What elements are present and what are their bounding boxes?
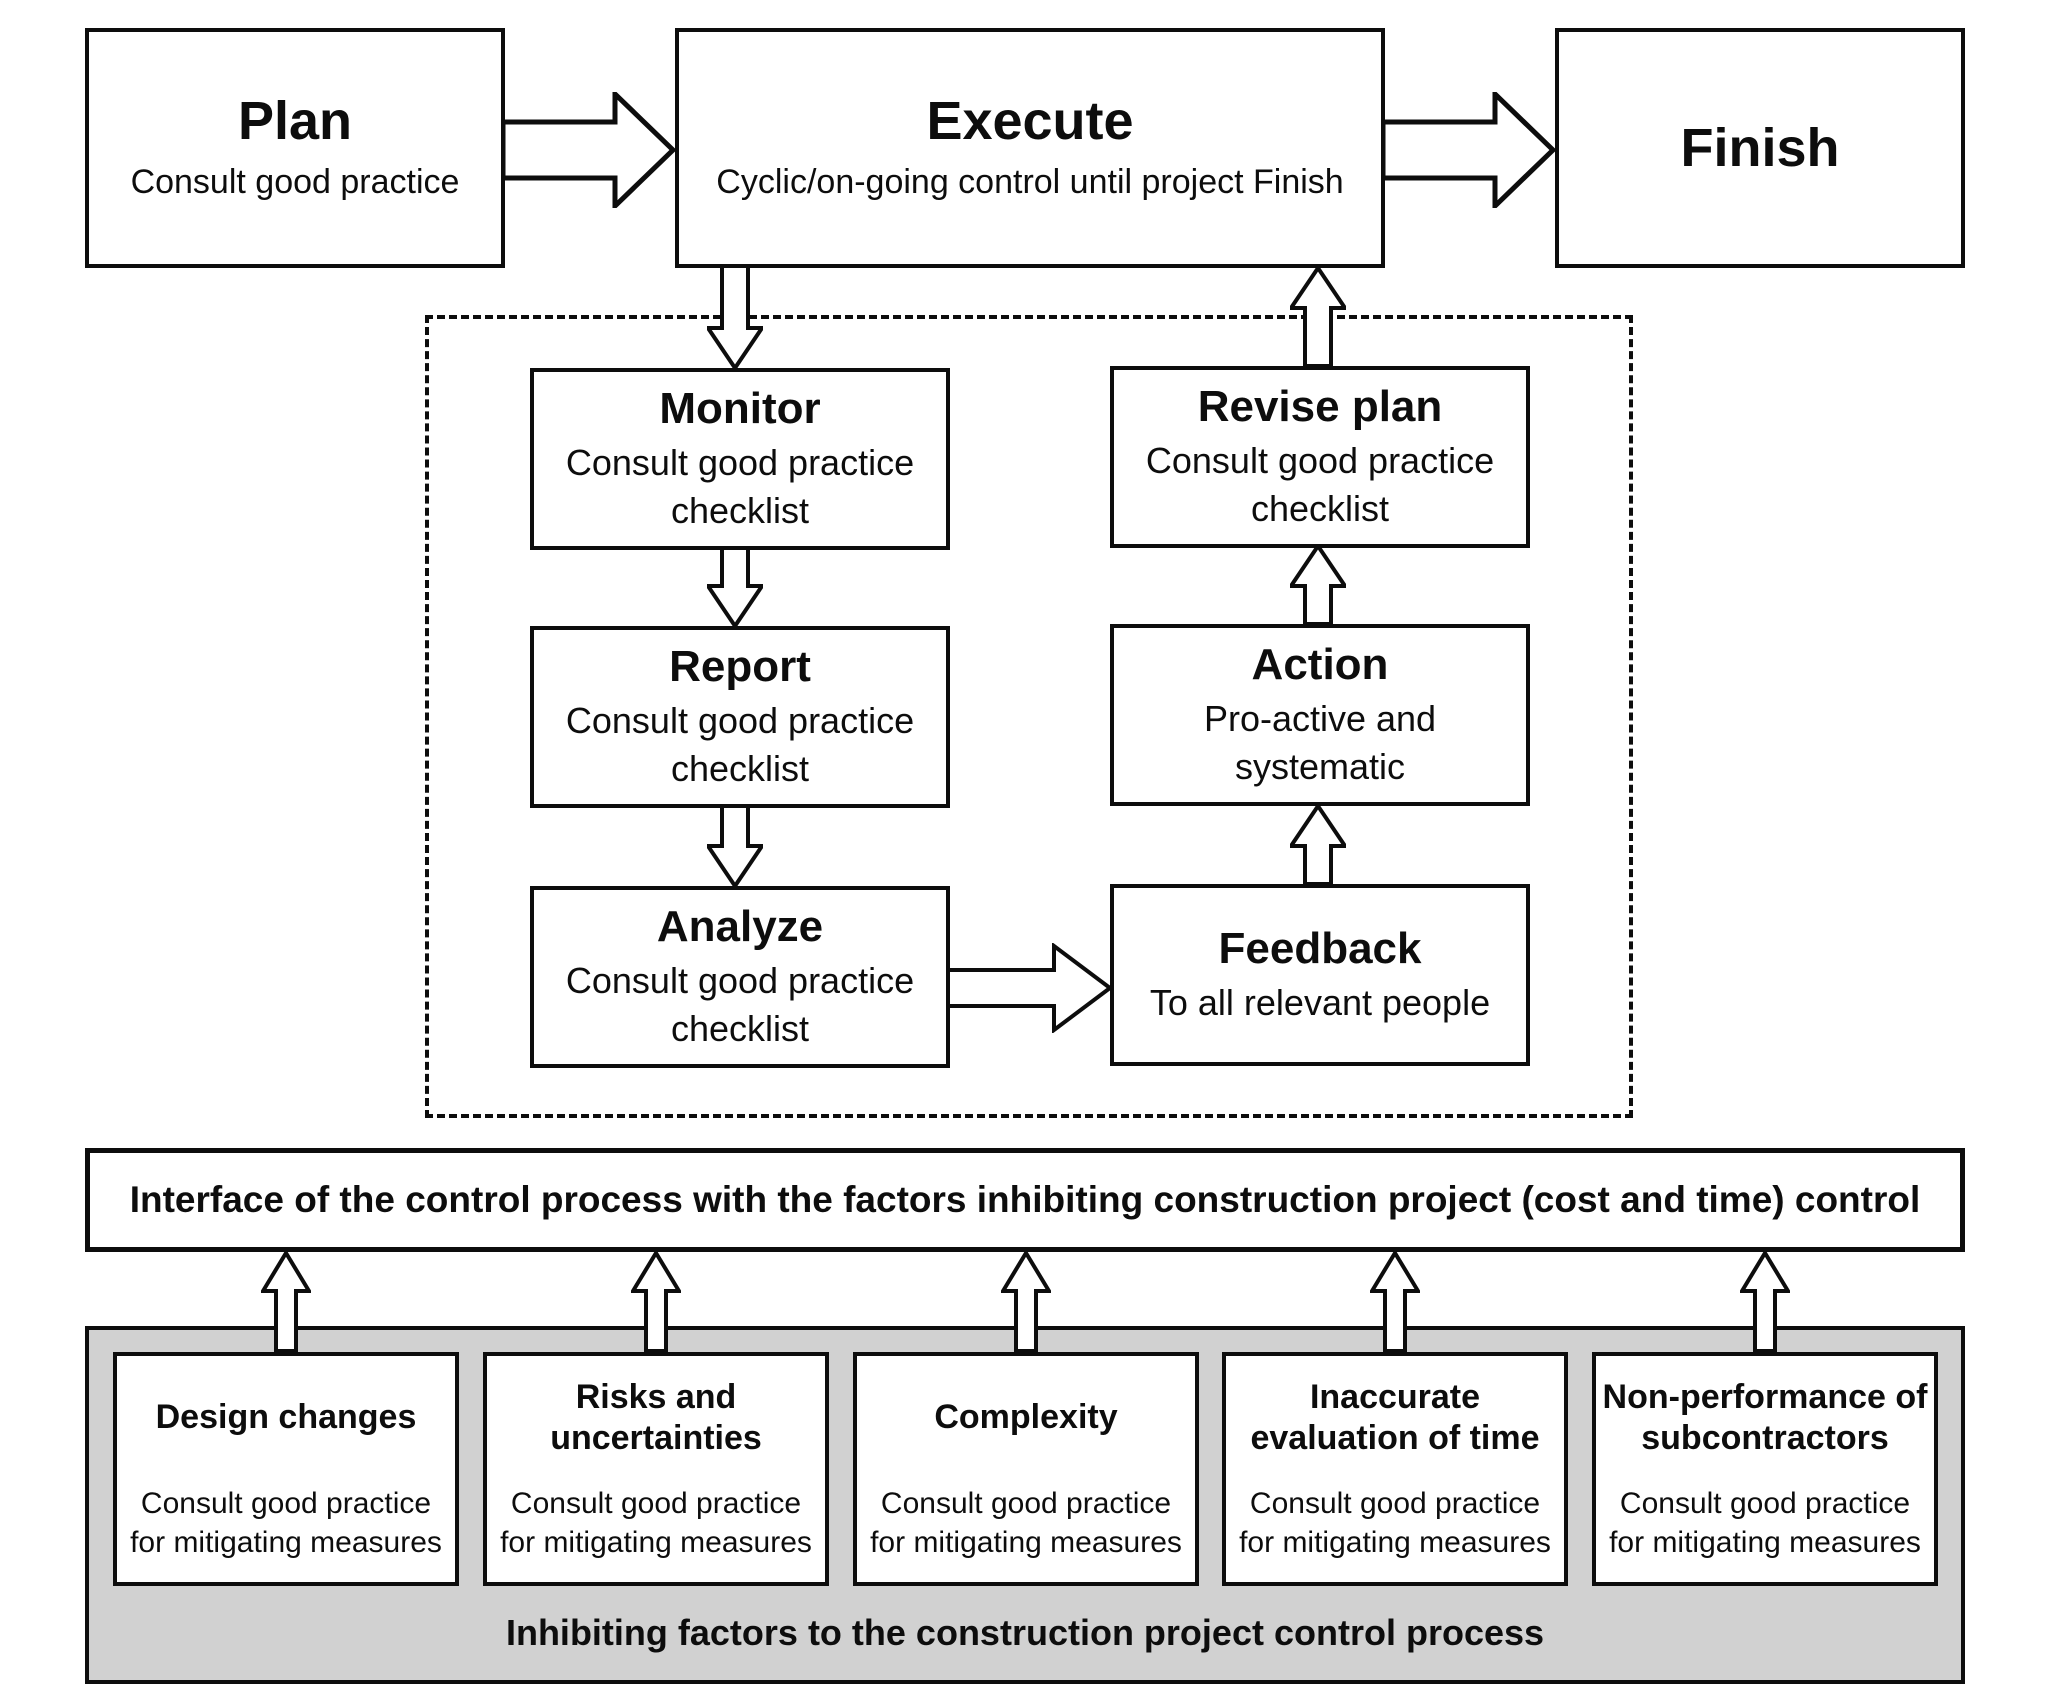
interface-bar-label: Interface of the control process with th… <box>129 1179 1921 1220</box>
factor-risks-uncertainties-body: Consult good practice for mitigating mea… <box>500 1487 812 1559</box>
report-box: Report Consult good practice checklist <box>530 626 950 808</box>
plan-box: Plan Consult good practice <box>85 28 505 268</box>
finish-title: Finish <box>1680 117 1840 178</box>
arrow-plan-to-execute <box>503 92 677 208</box>
factor-risks-uncertainties-title: Risks and uncertainties <box>550 1377 762 1457</box>
feedback-subtitle: To all relevant people <box>1149 981 1491 1023</box>
arrow-nonperformance-to-interface <box>1740 1251 1790 1353</box>
revise-plan-box: Revise plan Consult good practice checkl… <box>1110 366 1530 548</box>
factor-design-changes-body: Consult good practice for mitigating mea… <box>130 1487 442 1559</box>
finish-box: Finish <box>1555 28 1965 268</box>
control-cycle-dashed-container <box>425 315 1633 1118</box>
arrow-execute-to-finish <box>1383 92 1557 208</box>
revise-plan-title: Revise plan <box>1197 381 1443 431</box>
plan-title: Plan <box>237 91 353 152</box>
analyze-subtitle: Consult good practice checklist <box>565 960 915 1049</box>
monitor-title: Monitor <box>659 383 821 433</box>
revise-plan-subtitle: Consult good practice checklist <box>1145 440 1495 529</box>
arrow-action-to-revise-plan <box>1290 544 1346 626</box>
factor-subcontractor-nonperformance-body: Consult good practice for mitigating mea… <box>1609 1487 1921 1559</box>
factor-subcontractor-nonperformance-title: Non-performance of subcontractors <box>1602 1377 1928 1457</box>
arrow-time-evaluation-to-interface <box>1370 1251 1420 1353</box>
arrow-revise-plan-to-execute <box>1290 266 1346 368</box>
arrow-design-changes-to-interface <box>261 1251 311 1353</box>
factor-risks-uncertainties: Risks and uncertainties Consult good pra… <box>483 1352 829 1586</box>
arrow-complexity-to-interface <box>1001 1251 1051 1353</box>
execute-box: Execute Cyclic/on-going control until pr… <box>675 28 1385 268</box>
execute-subtitle: Cyclic/on-going control until project Fi… <box>716 162 1344 201</box>
factor-complexity-body: Consult good practice for mitigating mea… <box>870 1487 1182 1559</box>
monitor-box: Monitor Consult good practice checklist <box>530 368 950 550</box>
feedback-box: Feedback To all relevant people <box>1110 884 1530 1066</box>
arrow-execute-to-monitor <box>707 266 763 370</box>
report-title: Report <box>669 641 811 691</box>
feedback-title: Feedback <box>1218 923 1422 973</box>
factor-design-changes-title: Design changes <box>155 1398 417 1437</box>
monitor-subtitle: Consult good practice checklist <box>565 442 915 531</box>
factor-inaccurate-time-evaluation-body: Consult good practice for mitigating mea… <box>1239 1487 1551 1559</box>
report-subtitle: Consult good practice checklist <box>565 700 915 789</box>
interface-bar: Interface of the control process with th… <box>85 1148 1965 1252</box>
factor-inaccurate-time-evaluation: Inaccurate evaluation of time Consult go… <box>1222 1352 1568 1586</box>
factor-complexity-title: Complexity <box>934 1398 1118 1437</box>
arrow-monitor-to-report <box>707 548 763 628</box>
arrow-feedback-to-action <box>1290 804 1346 886</box>
arrow-analyze-to-feedback <box>948 943 1112 1033</box>
factor-inaccurate-time-evaluation-title: Inaccurate evaluation of time <box>1250 1377 1540 1457</box>
arrow-risks-to-interface <box>631 1251 681 1353</box>
action-box: Action Pro-active and systematic <box>1110 624 1530 806</box>
analyze-title: Analyze <box>656 901 824 951</box>
execute-title: Execute <box>926 91 1134 152</box>
plan-subtitle: Consult good practice <box>130 162 460 201</box>
inhibiting-factors-caption: Inhibiting factors to the construction p… <box>505 1612 1545 1653</box>
arrow-report-to-analyze <box>707 806 763 888</box>
action-title: Action <box>1251 639 1389 689</box>
factor-subcontractor-nonperformance: Non-performance of subcontractors Consul… <box>1592 1352 1938 1586</box>
analyze-box: Analyze Consult good practice checklist <box>530 886 950 1068</box>
factor-complexity: Complexity Consult good practice for mit… <box>853 1352 1199 1586</box>
factor-design-changes: Design changes Consult good practice for… <box>113 1352 459 1586</box>
action-subtitle: Pro-active and systematic <box>1203 698 1437 787</box>
